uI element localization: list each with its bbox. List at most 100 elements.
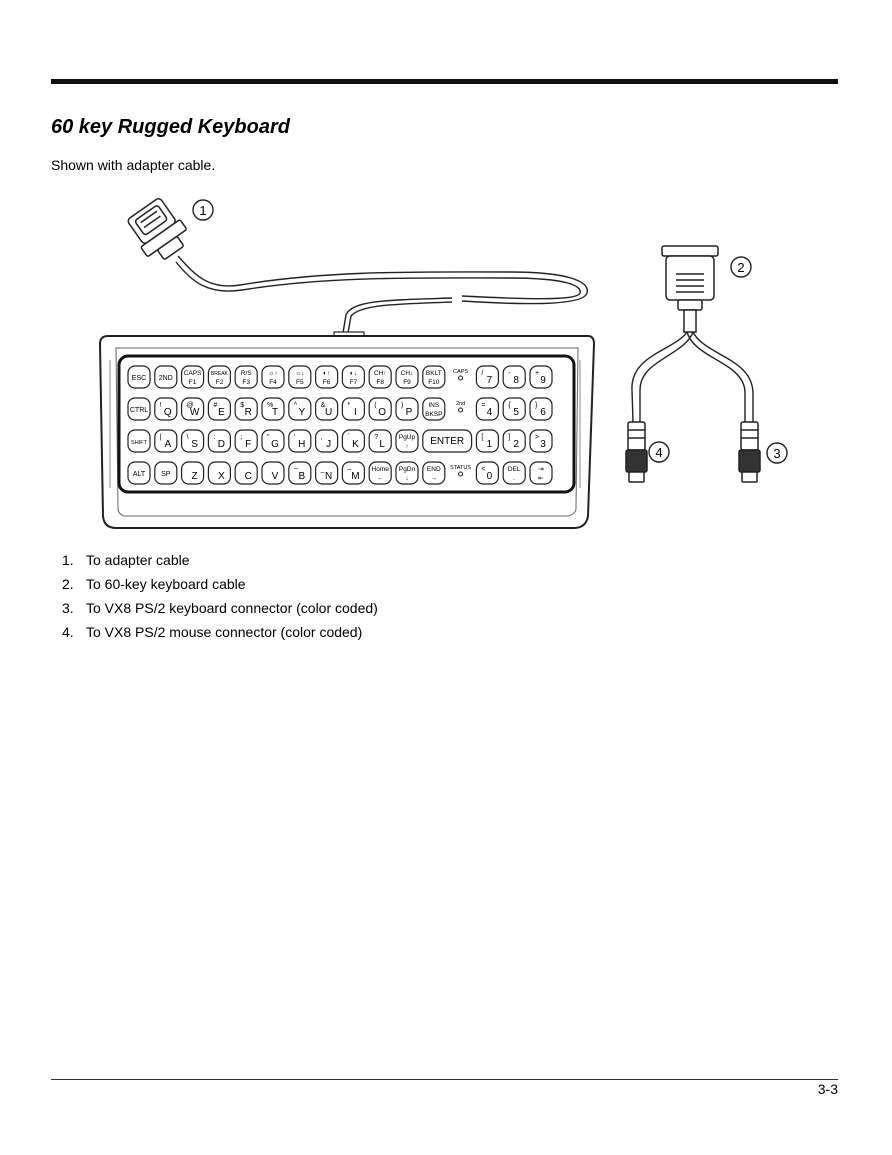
keyboard-key: V (261, 461, 285, 485)
legend-item: 3. To VX8 PS/2 keyboard connector (color … (62, 598, 378, 622)
keyboard-key: (O (368, 397, 392, 421)
keyboard-key: R/SF3 (234, 365, 258, 389)
svg-text:~: ~ (294, 466, 298, 473)
svg-text:W: W (190, 407, 200, 418)
svg-text:ESC: ESC (132, 375, 146, 382)
svg-text:": " (267, 434, 270, 441)
svg-text:/: / (481, 370, 483, 377)
svg-text:-: - (508, 370, 511, 377)
keyboard-key: $R (234, 397, 258, 421)
legend-text: To VX8 PS/2 mouse connector (color coded… (86, 624, 363, 640)
keyboard-key: Home← (368, 461, 392, 485)
keyboard-key: /7 (475, 365, 499, 389)
keyboard-key: ☼↑ F4 (261, 365, 285, 389)
svg-text:F2: F2 (216, 379, 224, 386)
keyboard-key: ◐↓ F7 (341, 365, 365, 389)
legend-text: To VX8 PS/2 keyboard connector (color co… (86, 600, 378, 616)
svg-text:@: @ (187, 402, 194, 409)
legend-text: To adapter cable (86, 552, 190, 568)
svg-text:&: & (321, 402, 326, 409)
svg-text:,: , (321, 434, 323, 441)
keyboard-key: ☼↓F5 (288, 365, 312, 389)
svg-text:R: R (245, 407, 252, 418)
svg-text:8: 8 (513, 375, 519, 386)
svg-text:←: ← (377, 475, 384, 482)
svg-text:F10: F10 (428, 379, 440, 386)
svg-text:↓: ↓ (405, 475, 408, 482)
svg-text:CH↓: CH↓ (401, 370, 414, 377)
footer-rule (51, 1079, 838, 1080)
svg-text:A: A (164, 439, 171, 450)
keyboard-key: @W (180, 397, 205, 421)
svg-text:9: 9 (540, 375, 546, 386)
svg-text:ENTER: ENTER (430, 436, 464, 447)
svg-text:F7: F7 (350, 379, 358, 386)
svg-text:F4: F4 (269, 379, 277, 386)
keyboard-key: CH↓F9 (395, 365, 419, 389)
keyboard-key: <0 (475, 461, 499, 485)
svg-text:◐↓: ◐↓ (350, 370, 357, 377)
keyboard-key: SHIFT (127, 429, 151, 453)
keyboard-key: =4 (475, 397, 499, 421)
y-cable-right (686, 331, 754, 422)
svg-text:^: ^ (294, 402, 298, 409)
svg-text:K: K (352, 439, 359, 450)
keyboard-key: -8 (502, 365, 526, 389)
keyboard-key: Z (180, 461, 205, 485)
keyboard-key: –M (341, 461, 365, 485)
svg-text:BREAK: BREAK (211, 371, 229, 377)
keyboard-key: CTRL (127, 397, 151, 421)
svg-text:CAPS: CAPS (453, 369, 468, 375)
svg-text:2: 2 (737, 260, 744, 275)
svg-text:G: G (271, 439, 279, 450)
legend-number: 2. (62, 576, 74, 592)
keyboard-key: [1 (475, 429, 499, 453)
svg-text:L: L (379, 439, 385, 450)
svg-text:PgUp: PgUp (399, 434, 416, 441)
svg-text:CAPS: CAPS (184, 370, 202, 377)
indicator-led: STATUS (450, 465, 471, 477)
indicator-led: 2nd (456, 401, 465, 413)
callout-3: 3 (766, 442, 788, 464)
keyboard-key: END→ (422, 461, 446, 485)
keyboard-key: ?L (368, 429, 392, 453)
header-rule (51, 79, 838, 84)
svg-text:H: H (298, 439, 305, 450)
legend-number: 3. (62, 600, 74, 616)
keyboard-key: ^Y (288, 397, 312, 421)
svg-text:P: P (406, 407, 413, 418)
svg-text:[: [ (481, 434, 483, 441)
keyboard-key: ◐↑F6 (315, 365, 339, 389)
svg-text:2: 2 (513, 439, 519, 450)
legend-number: 4. (62, 624, 74, 640)
svg-text:%: % (267, 402, 273, 409)
svg-text:4: 4 (487, 407, 493, 418)
svg-text:Y: Y (298, 407, 305, 418)
svg-text:': ' (294, 434, 295, 441)
svg-text:>: > (535, 434, 539, 441)
svg-text:(: ( (374, 402, 377, 409)
svg-text:↑: ↑ (405, 443, 408, 450)
svg-text:C: C (245, 471, 252, 482)
svg-text:PgDn: PgDn (399, 466, 416, 473)
keyboard-key: ENTER (422, 429, 473, 453)
indicator-led: CAPS (453, 369, 468, 381)
svg-text:\: \ (187, 434, 189, 441)
keyboard-key: PgDn ↓ (395, 461, 419, 485)
ps2-mouse-connector-icon (625, 421, 648, 483)
keyboard-key: ,J (315, 429, 339, 453)
legend-item: 1.To adapter cable (62, 550, 378, 574)
svg-text:END: END (427, 466, 441, 473)
svg-text:T: T (272, 407, 278, 418)
svg-text:SHIFT: SHIFT (131, 440, 148, 446)
svg-text:R/S: R/S (241, 370, 253, 377)
svg-text:3: 3 (773, 446, 780, 461)
svg-text:⇥: ⇥ (538, 466, 544, 473)
keyboard-key: _N (315, 461, 339, 485)
keyboard-cable (342, 297, 453, 334)
svg-text:☼↑: ☼↑ (268, 370, 277, 377)
keyboard-key: |A (154, 429, 178, 453)
